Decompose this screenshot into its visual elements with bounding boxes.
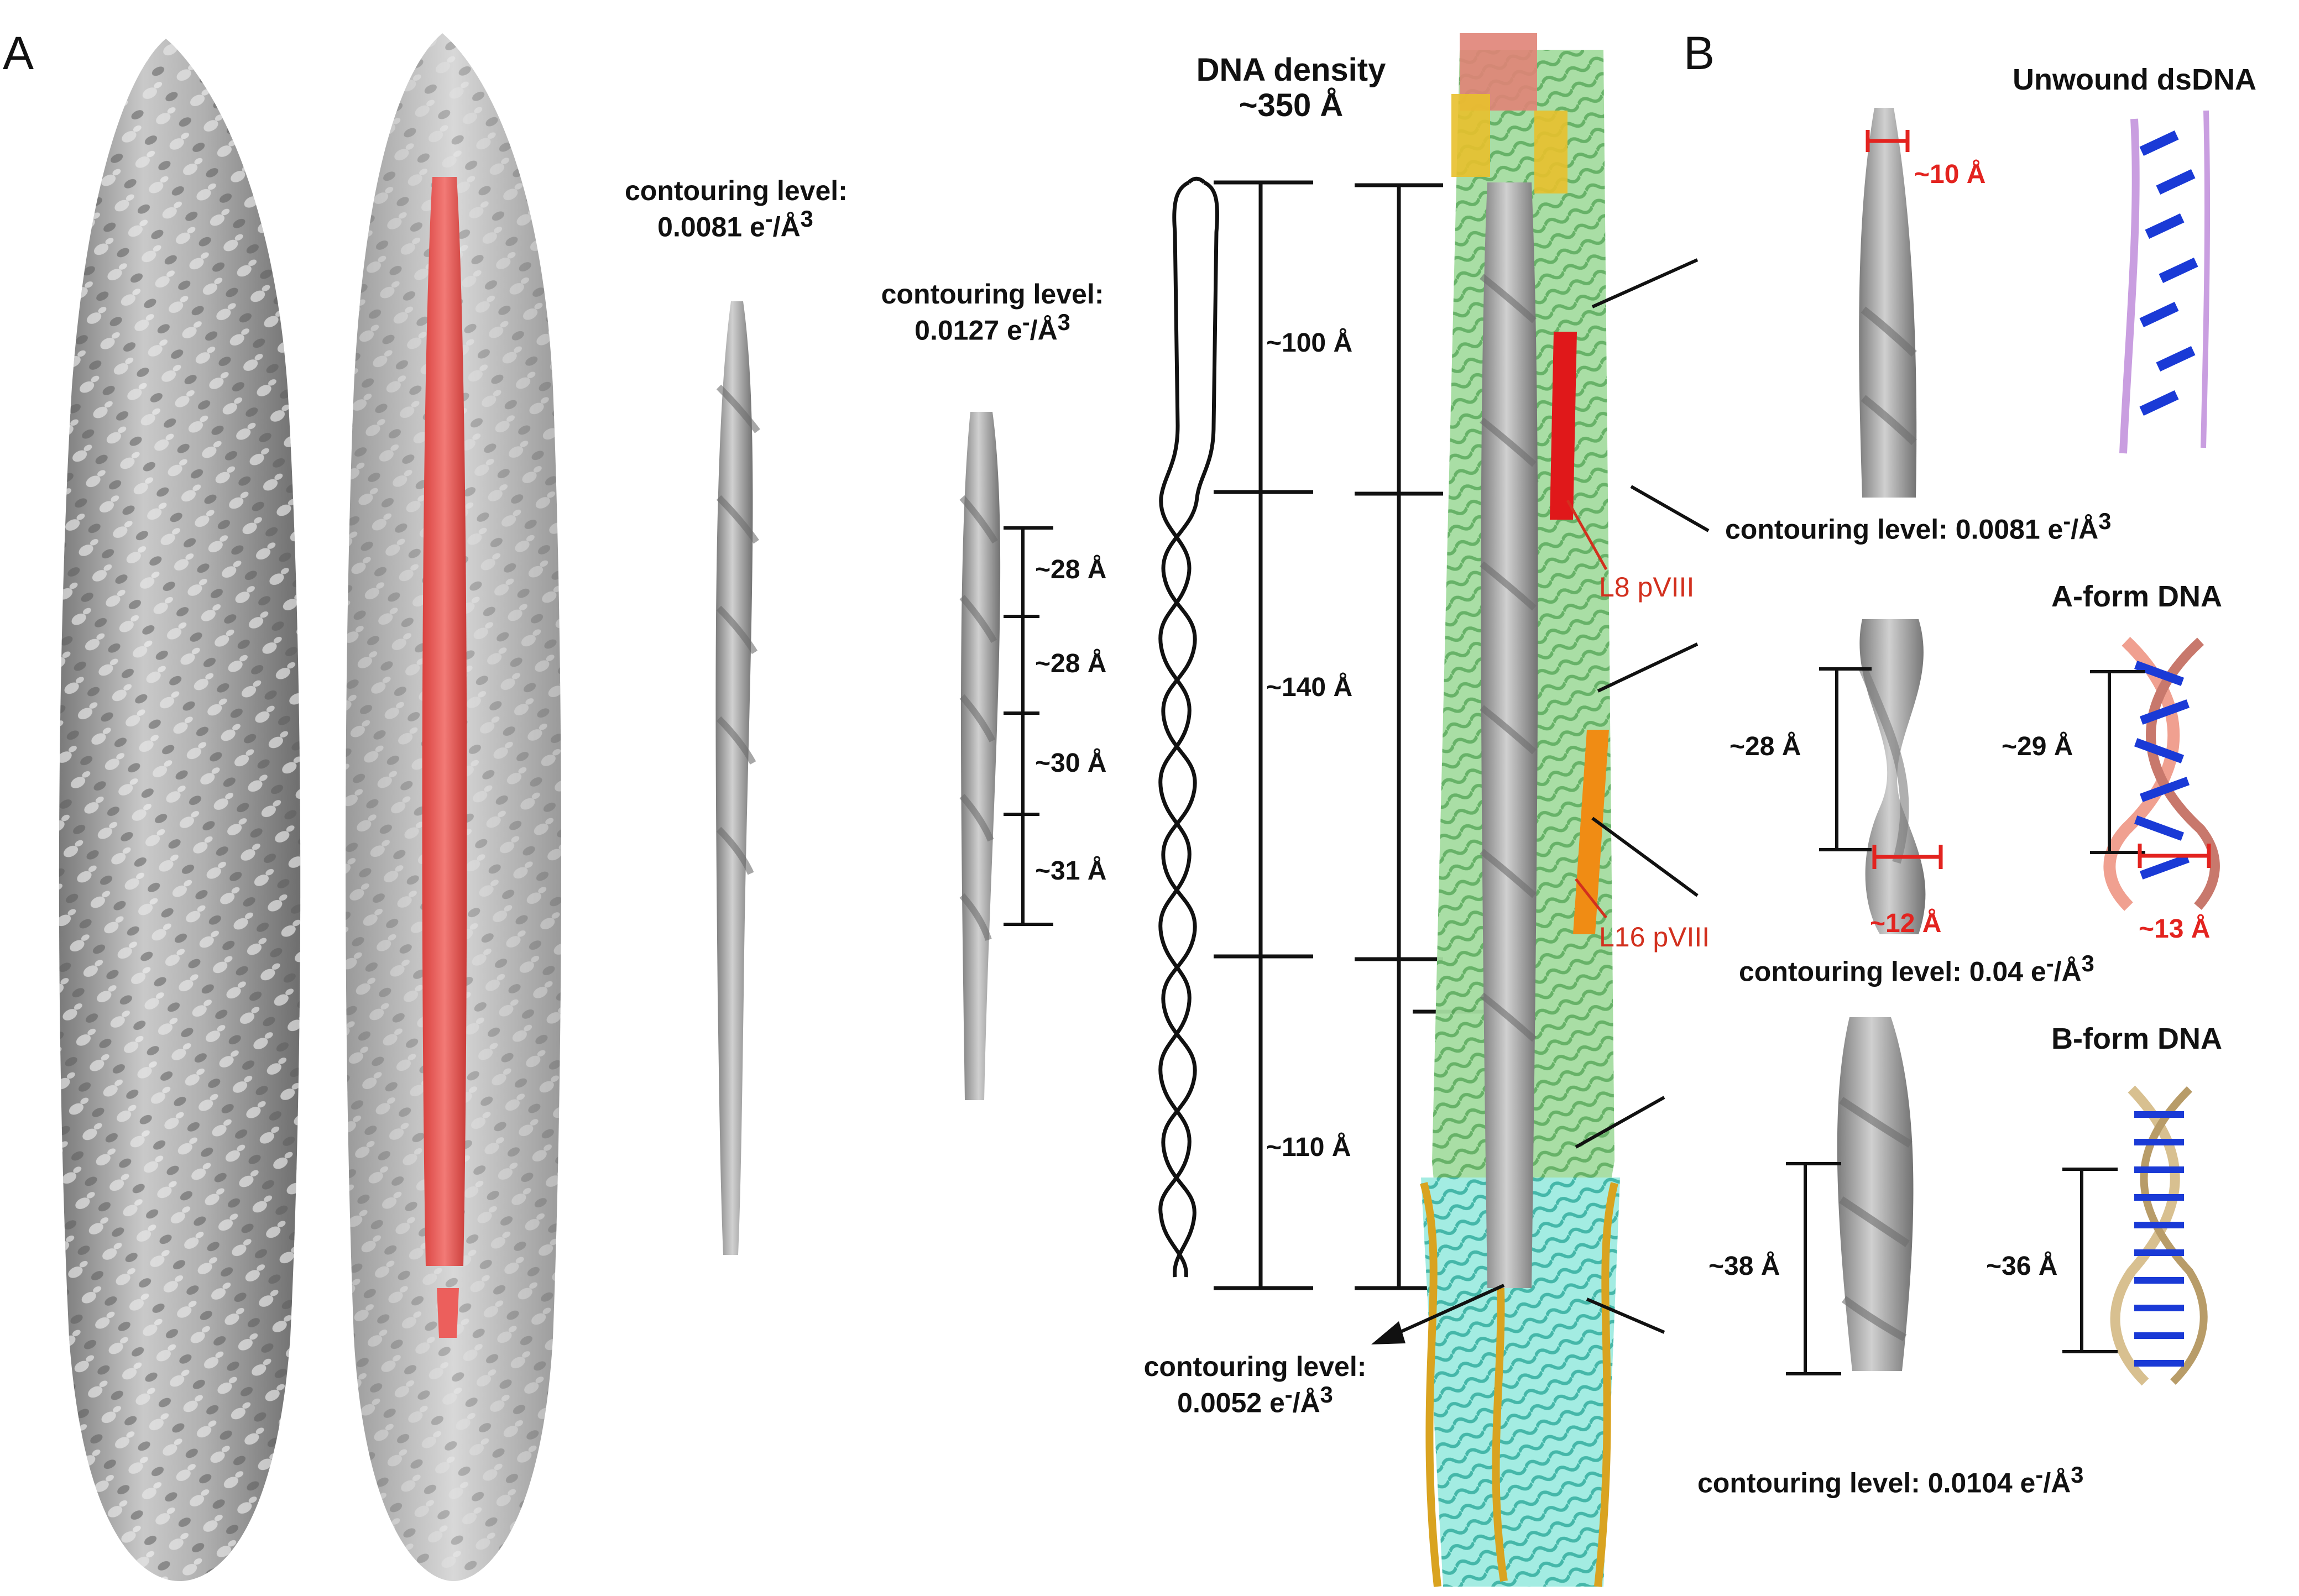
- pitch-scale-bars: [1004, 526, 1053, 926]
- bform-model: [2110, 1085, 2208, 1386]
- unwound-width-label: ~10 Å: [1914, 160, 1986, 189]
- dna-density-rod-2: [959, 412, 1001, 1100]
- unwound-model: [2119, 110, 2211, 454]
- phage-map-cutaway: [346, 33, 561, 1581]
- label-l8-pviii: L8 pVIII: [1599, 572, 1695, 603]
- bform-model-pitch-label: ~36 Å: [1986, 1252, 2058, 1281]
- residue-leader-lines: [1566, 499, 1608, 919]
- panel-label-b: B: [1684, 27, 1715, 79]
- dna-density-red: [422, 177, 467, 1266]
- contour-label-3: contouring level: 0.0052 e-/Å3: [1143, 1351, 1367, 1419]
- helix-l16-pviii: [1573, 730, 1609, 934]
- aform-model-pitch-label: ~29 Å: [2002, 732, 2073, 761]
- phage-map-full: [59, 39, 301, 1581]
- pitch-label-2: ~28 Å: [1035, 649, 1107, 678]
- pitch-label-4: ~31 Å: [1035, 856, 1107, 886]
- aform-title: A-form DNA: [2051, 580, 2222, 613]
- pointer-lines: [1575, 258, 1710, 1334]
- dna-trace-schematic: [1158, 176, 1220, 1278]
- bform-map-pitch-label: ~38 Å: [1708, 1252, 1780, 1281]
- bform-map-scale: [1786, 1162, 1841, 1375]
- length-scale-bars: [1214, 180, 1498, 1290]
- helix-l8-pviii: [1550, 332, 1577, 520]
- aform-contour-label: contouring level: 0.04 e-/Å3: [1739, 950, 2094, 987]
- bform-map: [1837, 1017, 1914, 1371]
- pitch-label-1: ~28 Å: [1035, 555, 1107, 584]
- dna-density-label: DNA density ~350 Å: [1196, 52, 1386, 123]
- aform-model: [2103, 637, 2220, 911]
- bform-model-scale: [2062, 1168, 2118, 1353]
- segment-label-1: ~100 Å: [1266, 328, 1353, 358]
- dna-density-rod-1: [715, 301, 760, 1255]
- aform-model-width-label: ~13 Å: [2139, 914, 2211, 944]
- bform-contour-label: contouring level: 0.0104 e-/Å3: [1697, 1462, 2084, 1499]
- pitch-label-3: ~30 Å: [1035, 749, 1107, 778]
- unwound-map: [1859, 108, 1917, 498]
- label-l16-pviii: L16 pVIII: [1599, 922, 1710, 953]
- contour-label-2: contouring level: 0.0127 e-/Å3: [881, 279, 1104, 346]
- contour-label-1: contouring level: 0.0081 e-/Å3: [625, 175, 848, 243]
- aform-map-scale: [1819, 667, 1943, 869]
- segment-label-3: ~110 Å: [1266, 1133, 1351, 1162]
- segment-label-2: ~140 Å: [1266, 673, 1353, 702]
- unwound-contour-label: contouring level: 0.0081 e-/Å3: [1725, 508, 2112, 545]
- aform-map-pitch-label: ~28 Å: [1730, 732, 1801, 761]
- panel-label-a: A: [3, 27, 34, 79]
- aform-model-scale: [2090, 670, 2211, 868]
- aform-map-width-label: ~12 Å: [1870, 909, 1942, 938]
- unwound-title: Unwound dsDNA: [2013, 63, 2256, 96]
- capsid-atomic-model: [1420, 33, 1620, 1587]
- contour-arrow: [1371, 1284, 1505, 1344]
- bform-title: B-form DNA: [2051, 1022, 2222, 1055]
- aform-map: [1859, 619, 1926, 934]
